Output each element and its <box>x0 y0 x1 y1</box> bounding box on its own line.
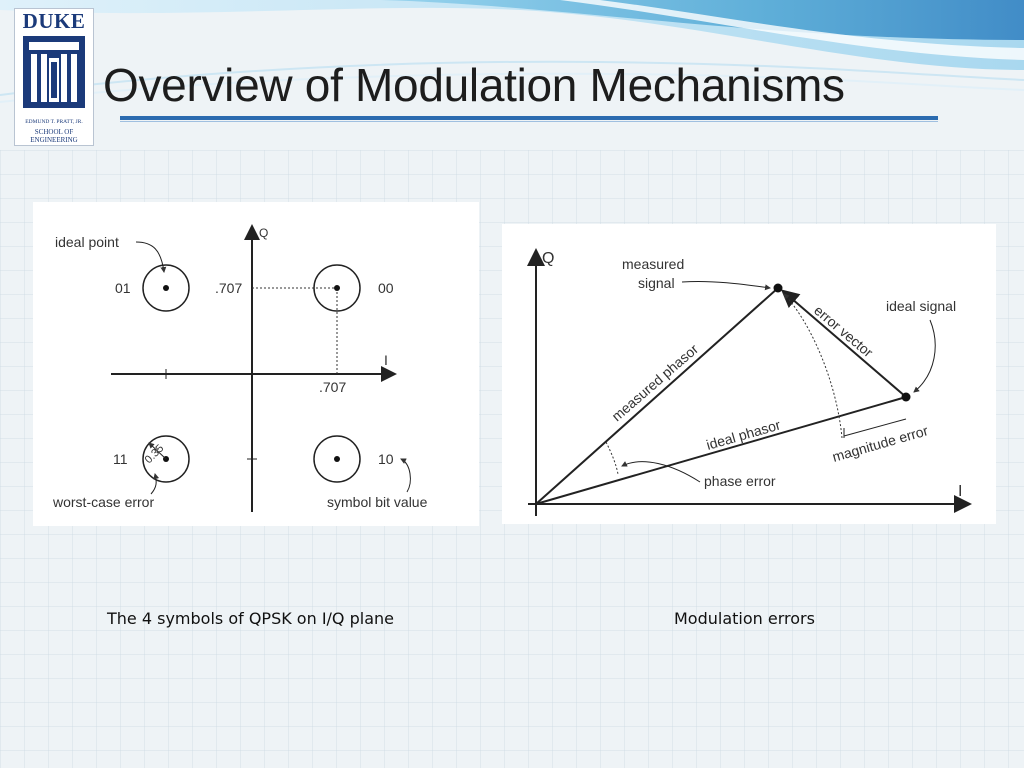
ideal-phasor-line <box>535 396 907 505</box>
ideal-signal-label: ideal signal <box>886 298 956 314</box>
ideal-signal-arrow <box>913 319 936 393</box>
symbol-point <box>334 285 340 291</box>
duke-logo: DUKE EDMUND T. PRATT, JR. SCHOOL OF ENGI… <box>14 8 94 146</box>
header-swoosh <box>0 0 1024 103</box>
worst-case-error-arrow <box>150 473 160 495</box>
symbol-circle <box>313 264 361 312</box>
measured-signal-label-line1: measured <box>622 256 684 272</box>
measured-signal-arrow <box>681 280 771 291</box>
ideal-point-label: ideal point <box>55 234 119 250</box>
symbol-point <box>163 285 169 291</box>
modulation-error-panel: Q I measured signal ideal signal error v… <box>502 224 996 524</box>
symbol-circle <box>142 435 190 483</box>
qpsk-caption: The 4 symbols of QPSK on I/Q plane <box>107 609 394 628</box>
slide-title: Overview of Modulation Mechanisms <box>103 59 845 111</box>
worst-case-error-label: worst-case error <box>52 494 154 510</box>
logo-subtitle: EDMUND T. PRATT, JR. <box>25 119 83 125</box>
qpsk-diagram-panel: Q I .707 .707 0.35 01 00 11 <box>33 202 479 526</box>
ideal-phasor-label: ideal phasor <box>704 416 782 452</box>
title-underline-thin <box>120 121 938 122</box>
ideal-signal-point <box>901 392 911 402</box>
measured-signal-label-line2: signal <box>638 275 675 291</box>
q-axis-label: Q <box>259 226 268 240</box>
symbol-label-01: 01 <box>115 280 131 296</box>
error-vector-label: error vector <box>811 302 876 360</box>
measured-phasor-label: measured phasor <box>608 340 701 424</box>
measured-phasor-line <box>535 287 779 505</box>
chapel-icon <box>23 36 85 108</box>
symbol-point <box>334 456 340 462</box>
modulation-error-diagram: Q I measured signal ideal signal error v… <box>527 248 972 516</box>
phase-error-label: phase error <box>704 473 776 489</box>
magnitude-error-bracket <box>843 418 907 437</box>
magnitude-error-label: magnitude error <box>830 422 930 465</box>
i-axis-label: I <box>384 352 388 368</box>
modulation-errors-caption: Modulation errors <box>674 609 815 628</box>
logo-school-line2: ENGINEERING <box>30 136 78 144</box>
phase-error-arc <box>605 441 619 475</box>
i-axis-label: I <box>958 483 962 500</box>
tick-label-q: .707 <box>215 280 242 296</box>
symbol-circle <box>142 264 190 312</box>
measured-signal-point <box>773 283 783 293</box>
ideal-point-arrow <box>135 241 167 273</box>
phase-error-arrow <box>621 461 701 483</box>
tick-label-i: .707 <box>319 379 346 395</box>
title-underline <box>120 116 938 120</box>
symbol-label-10: 10 <box>378 451 394 467</box>
symbol-label-00: 00 <box>378 280 394 296</box>
radius-line <box>148 442 167 460</box>
symbol-bit-value-arrow <box>400 458 411 493</box>
logo-name: DUKE <box>22 9 86 33</box>
symbol-circle <box>313 435 361 483</box>
qpsk-diagram: Q I .707 .707 0.35 01 00 11 <box>52 224 428 512</box>
symbol-label-11: 11 <box>113 451 128 467</box>
logo-school-line1: SCHOOL OF <box>34 128 74 136</box>
symbol-bit-value-label: symbol bit value <box>327 494 428 510</box>
q-axis-label: Q <box>542 250 554 267</box>
error-vector-line <box>780 289 907 398</box>
